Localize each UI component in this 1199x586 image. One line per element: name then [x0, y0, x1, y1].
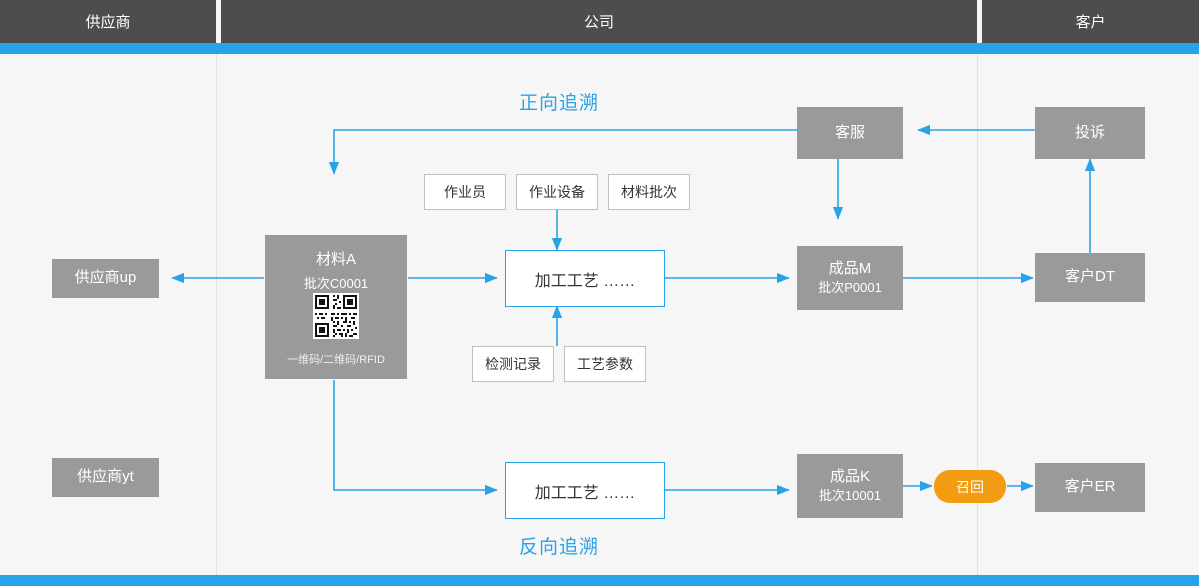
- node-material-a-footer: 一维码/二维码/RFID: [287, 354, 385, 366]
- node-product-k[interactable]: 成品K 批次10001: [797, 454, 903, 518]
- node-process-top-label: 加工工艺 ……: [534, 272, 636, 290]
- node-customer-dt[interactable]: 客户DT: [1035, 253, 1145, 302]
- attr-material-batch-label: 材料批次: [621, 184, 677, 200]
- node-supplier-up[interactable]: 供应商up: [52, 259, 159, 298]
- attr-inspection-record-label: 检测记录: [485, 356, 541, 372]
- node-product-m-title: 成品M: [828, 260, 872, 278]
- lane-header-gap-2: [977, 0, 982, 43]
- node-customer-dt-label: 客户DT: [1065, 268, 1115, 286]
- node-supplier-yt-label: 供应商yt: [77, 468, 134, 486]
- top-accent-bar: [0, 43, 1199, 54]
- lane-divider-left: [216, 54, 217, 575]
- backward-trace-title: 反向追溯: [519, 537, 600, 558]
- node-supplier-yt[interactable]: 供应商yt: [52, 458, 159, 497]
- lane-header: 供应商 公司 客户: [0, 0, 1199, 52]
- node-complaint[interactable]: 投诉: [1035, 107, 1145, 159]
- node-product-m[interactable]: 成品M 批次P0001: [797, 246, 903, 310]
- node-product-m-batch: 批次P0001: [818, 280, 882, 296]
- attr-inspection-record[interactable]: 检测记录: [472, 346, 554, 382]
- node-complaint-label: 投诉: [1074, 123, 1105, 141]
- lane-header-supplier: 供应商: [0, 0, 216, 52]
- node-customer-er-label: 客户ER: [1064, 478, 1116, 496]
- lane-header-gap-1: [216, 0, 221, 43]
- lane-header-customer-label: 客户: [1075, 14, 1106, 31]
- node-process-top[interactable]: 加工工艺 ……: [505, 250, 665, 307]
- node-product-k-batch: 批次10001: [818, 488, 882, 504]
- lane-header-company: 公司: [221, 0, 977, 52]
- attr-operator-label: 作业员: [444, 184, 486, 200]
- node-recall-label: 召回: [956, 478, 984, 495]
- lane-header-customer: 客户: [982, 0, 1199, 52]
- lane-divider-right: [977, 54, 978, 575]
- bottom-accent-bar: [0, 575, 1199, 586]
- forward-trace-title: 正向追溯: [519, 93, 600, 114]
- node-customer-service-label: 客服: [834, 123, 865, 141]
- lane-header-supplier-label: 供应商: [85, 14, 131, 31]
- node-customer-er[interactable]: 客户ER: [1035, 463, 1145, 512]
- qr-code-icon: [313, 293, 359, 339]
- lane-header-company-label: 公司: [583, 14, 614, 31]
- attr-equipment-label: 作业设备: [529, 184, 585, 200]
- node-material-a-batch: 批次C0001: [303, 276, 369, 291]
- node-recall[interactable]: 召回: [934, 470, 1006, 503]
- attr-material-batch[interactable]: 材料批次: [608, 174, 690, 210]
- attr-operator[interactable]: 作业员: [424, 174, 506, 210]
- node-process-bottom[interactable]: 加工工艺 ……: [505, 462, 665, 519]
- attr-process-params-label: 工艺参数: [577, 356, 633, 372]
- node-material-a-title: 材料A: [315, 251, 356, 268]
- attr-equipment[interactable]: 作业设备: [516, 174, 598, 210]
- node-material-a[interactable]: 材料A 批次C0001: [265, 235, 407, 379]
- node-customer-service[interactable]: 客服: [797, 107, 903, 159]
- node-product-k-title: 成品K: [829, 468, 870, 486]
- attr-process-params[interactable]: 工艺参数: [564, 346, 646, 382]
- node-process-bottom-label: 加工工艺 ……: [534, 484, 636, 502]
- node-supplier-up-label: 供应商up: [74, 269, 137, 287]
- diagram-body: 正向追溯 反向追溯 供应商up 供应商yt 材料A 批次C0001: [0, 54, 1199, 575]
